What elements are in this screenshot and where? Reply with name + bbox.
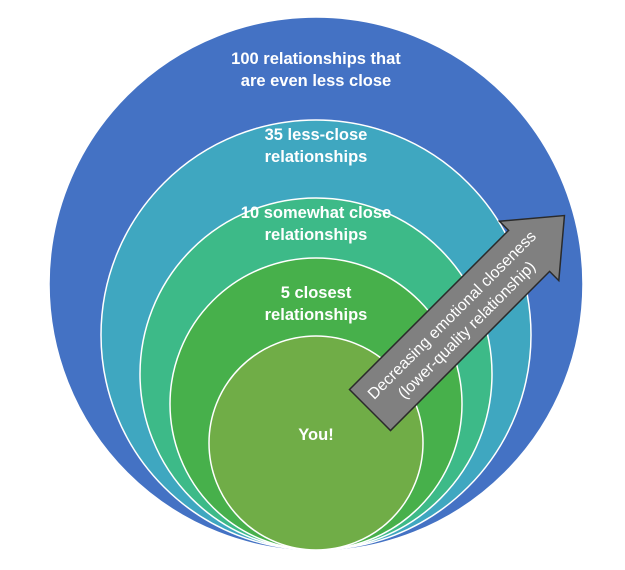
- you-label: You!: [298, 426, 333, 444]
- ring-5-label-line-2: relationships: [265, 306, 368, 324]
- ring-5-label-line-1: 5 closest: [281, 284, 352, 302]
- ring-10-label-line-1: 10 somewhat close: [241, 204, 391, 222]
- arrow-shape: [348, 214, 566, 432]
- ring-35-label-line-2: relationships: [265, 148, 368, 166]
- ring-10-label-line-2: relationships: [265, 226, 368, 244]
- ring-100-label-line-2: are even less close: [241, 72, 391, 90]
- ring-35-label-line-1: 35 less-close: [265, 126, 368, 144]
- ring-100-label-line-1: 100 relationships that: [231, 50, 401, 68]
